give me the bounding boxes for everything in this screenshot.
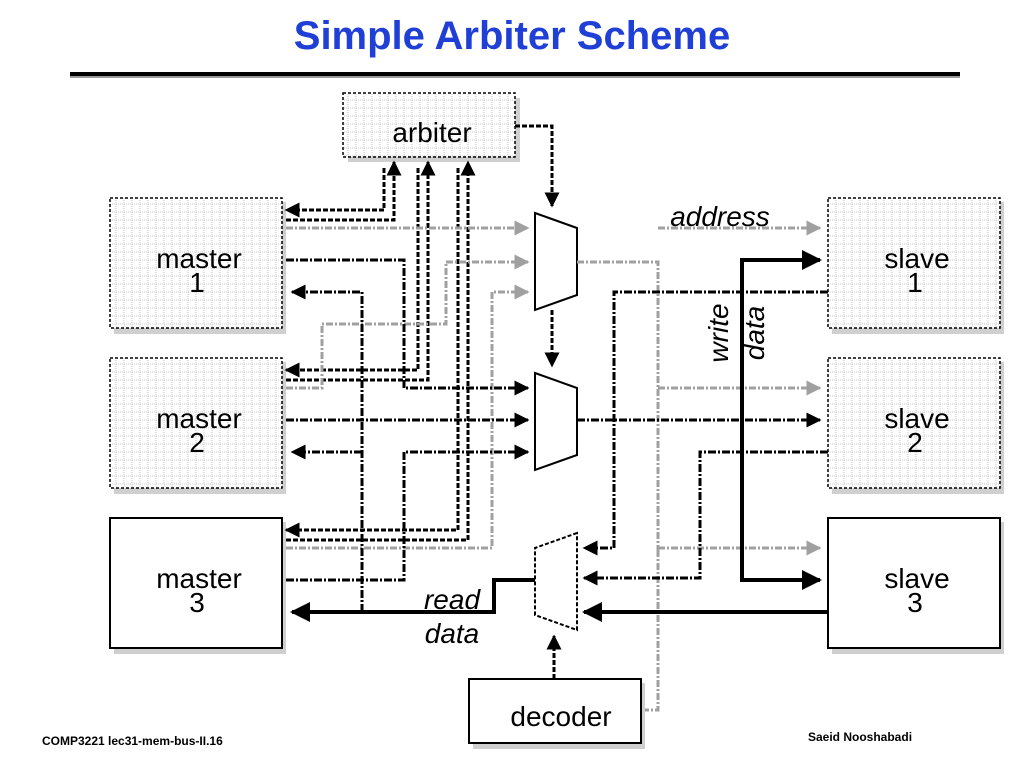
master-2-block	[109, 357, 283, 489]
read-signal-label: read	[424, 584, 481, 615]
address-line-decoder	[645, 550, 660, 712]
slave-2-number: 2	[907, 427, 923, 458]
address-bus	[577, 260, 660, 550]
master-2-number: 2	[189, 427, 205, 458]
slave-3-block	[827, 517, 1001, 649]
decoder-block	[468, 678, 642, 744]
address-line-master-2	[286, 254, 530, 390]
slave-2-block	[827, 357, 1001, 489]
write-data-signal-label: data	[739, 306, 770, 361]
request-line-master-3	[286, 160, 476, 542]
master-3-label: master	[156, 563, 242, 594]
read-data-bus	[290, 578, 535, 622]
master-3-number: 3	[189, 587, 205, 618]
master-1-block	[109, 197, 283, 329]
slave-3-label: slave	[884, 563, 949, 594]
arbiter-select-line	[515, 124, 560, 208]
master-2-label: master	[156, 403, 242, 434]
footer-author: Saeid Nooshabadi	[808, 730, 913, 744]
arbiter-block	[342, 92, 516, 158]
address-signal-label: address	[670, 201, 770, 232]
arbiter-label: arbiter	[392, 117, 471, 148]
grant-line-master-1	[284, 168, 386, 218]
grant-line-master-2	[284, 168, 420, 378]
slave-1-block	[827, 197, 1001, 329]
master-3-block	[109, 517, 283, 649]
write-line-slave-3	[740, 420, 822, 590]
address-mux	[534, 211, 578, 312]
read-data-signal-label: data	[425, 618, 480, 649]
slave-3-number: 3	[907, 587, 923, 618]
read-line-slave-1	[582, 290, 828, 556]
slide-title: Simple Arbiter Scheme	[293, 14, 731, 58]
read-data-mux	[534, 531, 578, 632]
master-1-number: 1	[189, 267, 205, 298]
decoder-label: decoder	[510, 701, 611, 732]
write-signal-label: write	[703, 303, 734, 362]
footer-course-id: COMP3221 lec31-mem-bus-II.16	[42, 734, 223, 748]
slave-2-label: slave	[884, 403, 949, 434]
write-line-master-1	[286, 258, 530, 396]
grant-line-master-3	[284, 168, 460, 538]
write-data-mux	[534, 371, 578, 472]
master-1-label: master	[156, 243, 242, 274]
slave-1-label: slave	[884, 243, 949, 274]
title-rule	[70, 72, 960, 76]
write-line-slave-1	[740, 250, 822, 420]
slave-1-number: 1	[907, 267, 923, 298]
read-line-slave-2	[582, 450, 828, 586]
request-line-master-1	[286, 160, 402, 222]
read-line-master-1	[290, 284, 364, 612]
request-line-master-2	[286, 160, 436, 382]
write-line-master-3	[286, 444, 530, 582]
